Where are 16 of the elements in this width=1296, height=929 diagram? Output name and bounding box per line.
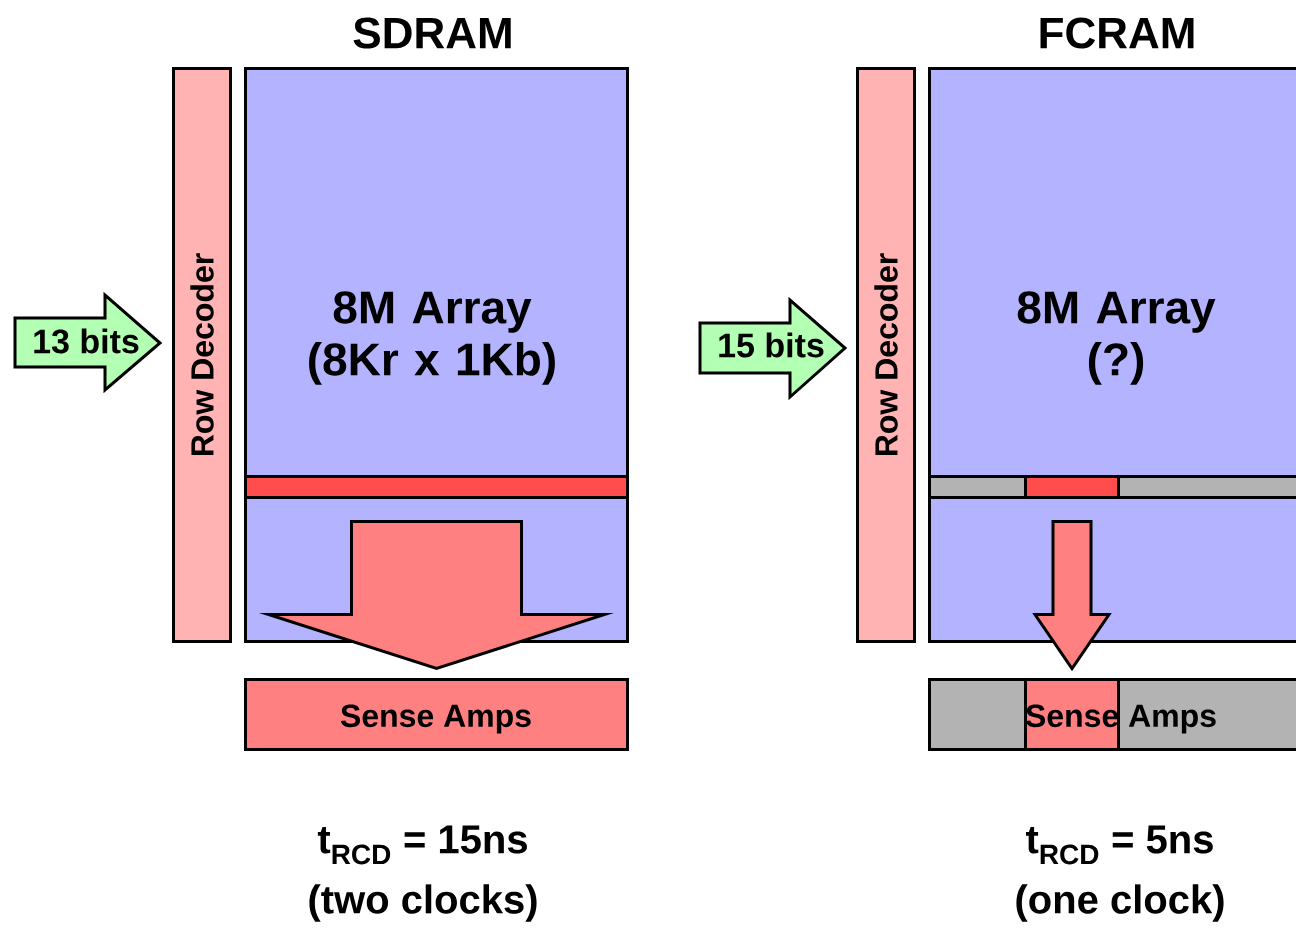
block-arrow (1032, 520, 1112, 672)
heading: FCRAM (1040, 17, 1194, 49)
timing-text: (one clock) (1016, 884, 1224, 922)
bar (1024, 475, 1120, 499)
timing-text: t$_{RCD}$ = 15ns (317, 825, 527, 865)
bar (244, 475, 629, 499)
bar (1024, 678, 1120, 751)
timing-text: t$_{RCD}$ = 5ns (1026, 825, 1213, 865)
array-box: 8M Array (?) (928, 67, 1296, 643)
block-arrow (258, 520, 615, 671)
box-text: Sense Amps (1025, 704, 1216, 734)
sense-amp-box: Sense Amps (244, 678, 629, 751)
decoder-box: Row Decoder (172, 67, 232, 643)
decoder-box: Row Decoder (856, 67, 916, 643)
timing-text: (two clocks) (309, 884, 537, 922)
heading: SDRAM (353, 17, 511, 49)
